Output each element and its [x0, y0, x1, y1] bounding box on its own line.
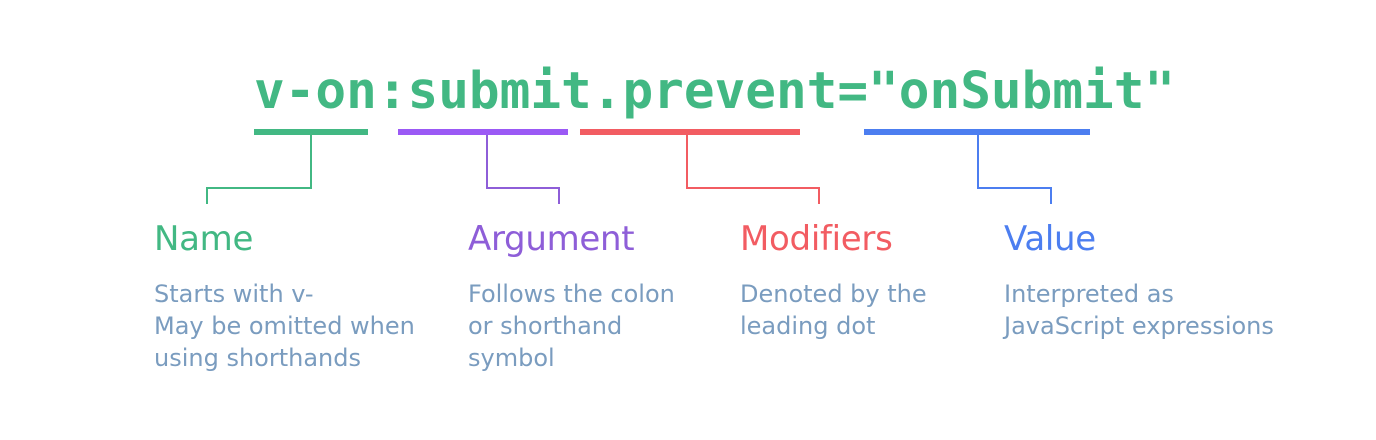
modifiers-title: Modifiers — [740, 219, 893, 259]
value-connector — [977, 135, 1052, 204]
modifiers-underline — [580, 129, 800, 135]
argument-description: Follows the colon or shorthand symbol — [468, 280, 675, 372]
value-title: Value — [1004, 219, 1096, 259]
modifiers-connector — [686, 135, 820, 204]
value-description: Interpreted as JavaScript expressions — [1004, 280, 1274, 340]
argument-underline — [398, 129, 568, 135]
directive-code: v-on:submit.prevent="onSubmit" — [254, 62, 1176, 121]
name-description: Starts with v- May be omitted when using… — [154, 280, 415, 372]
value-underline — [864, 129, 1090, 135]
argument-connector — [486, 135, 560, 204]
argument-title: Argument — [468, 219, 635, 259]
name-underline — [254, 129, 368, 135]
name-title: Name — [154, 219, 254, 259]
modifiers-description: Denoted by the leading dot — [740, 280, 927, 340]
name-connector — [206, 135, 312, 204]
